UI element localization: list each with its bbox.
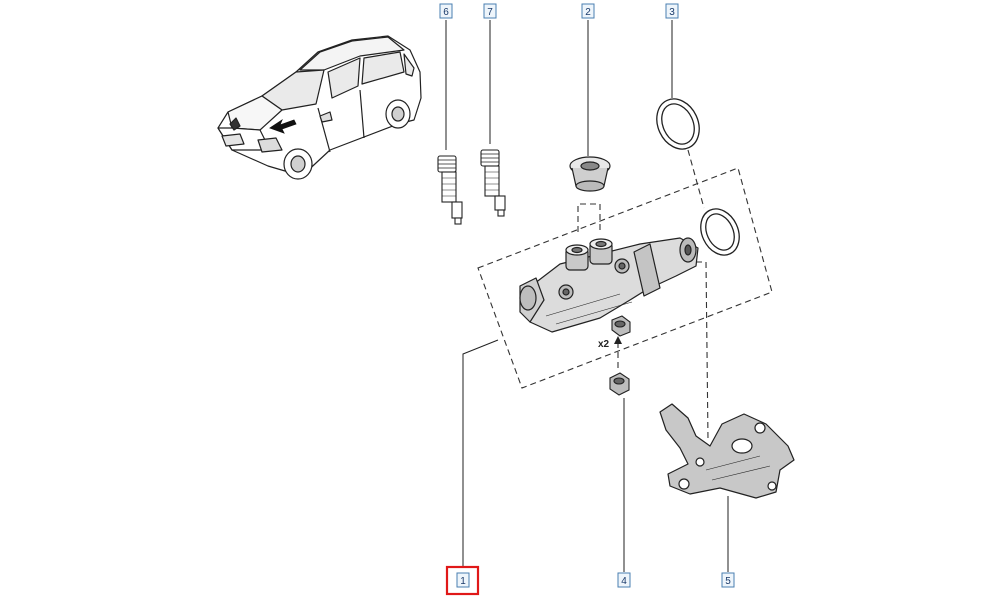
bleed-screw-long — [480, 149, 506, 217]
bleed-screw-short — [437, 155, 463, 225]
svg-text:3: 3 — [669, 7, 675, 18]
location-arrow-icon — [269, 118, 297, 134]
callout-1[interactable]: 1 — [445, 565, 480, 596]
reservoir-grommet — [569, 156, 611, 192]
car-illustration — [217, 35, 422, 180]
seal-ring — [656, 98, 700, 150]
svg-text:7: 7 — [487, 7, 493, 18]
arrow-up-icon — [614, 336, 622, 344]
seal-ring-lower — [700, 208, 740, 256]
svg-text:2: 2 — [585, 7, 591, 18]
callout-2[interactable]: 2 — [581, 3, 595, 19]
nut-upper — [611, 315, 631, 337]
svg-text:5: 5 — [725, 576, 731, 587]
leader-lines — [445, 20, 729, 572]
assembly-lines — [477, 149, 773, 441]
quantity-note: x2 — [598, 339, 610, 350]
callout-3[interactable]: 3 — [665, 3, 679, 19]
master-cylinder — [519, 237, 699, 333]
callout-4[interactable]: 4 — [617, 572, 631, 588]
nut — [609, 372, 630, 396]
callout-7[interactable]: 7 — [483, 3, 497, 19]
callout-5[interactable]: 5 — [721, 572, 735, 588]
svg-text:1: 1 — [460, 576, 466, 587]
bracket — [659, 403, 795, 499]
callout-6[interactable]: 6 — [439, 3, 453, 19]
svg-text:4: 4 — [621, 576, 627, 587]
svg-text:6: 6 — [443, 7, 449, 18]
